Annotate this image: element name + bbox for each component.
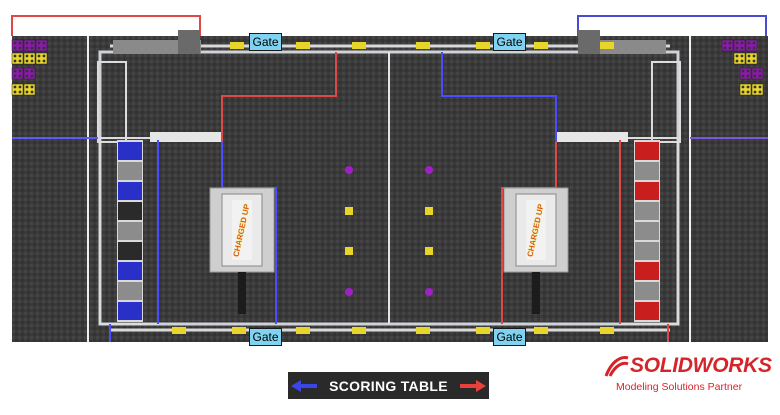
cone-stack: [23, 52, 36, 65]
wall-block: [230, 42, 244, 49]
right-arrow-icon: [459, 379, 486, 392]
wall-block: [296, 42, 310, 49]
grid-node: [118, 242, 142, 260]
gate-label: Gate: [493, 33, 526, 51]
wall-block: [476, 327, 490, 334]
red-loading-outline: [11, 15, 201, 36]
left-arrow-icon: [291, 379, 318, 392]
cube-staged: [425, 288, 433, 296]
grid-node: [635, 262, 659, 280]
cube-stack: [733, 39, 746, 52]
wall-bumper-blocks: [172, 42, 614, 334]
ds-logo-icon: [604, 356, 629, 377]
wall-block: [352, 42, 366, 49]
wall-block: [232, 327, 246, 334]
cube-stack: [23, 39, 36, 52]
blue-grid-node-column: [118, 142, 142, 320]
cube-staged: [425, 166, 433, 174]
cone-staged: [345, 247, 353, 255]
cube-stack: [11, 67, 24, 80]
red-grid-node-column: [635, 142, 659, 320]
cube-stack: [721, 39, 734, 52]
cone-stack: [733, 52, 746, 65]
cone-staged: [345, 207, 353, 215]
grid-node: [635, 282, 659, 300]
wall-block: [352, 327, 366, 334]
grid-node: [118, 222, 142, 240]
grid-node: [635, 222, 659, 240]
grid-node: [635, 142, 659, 160]
wall-block: [600, 327, 614, 334]
wall-block: [416, 42, 430, 49]
cube-stack: [11, 39, 24, 52]
grid-node: [635, 162, 659, 180]
cube-stack: [23, 67, 36, 80]
grid-node: [118, 182, 142, 200]
scoring-table-label: SCORING TABLE: [329, 377, 448, 394]
cone-stack: [23, 83, 36, 96]
wall-block: [600, 42, 614, 49]
blue-loading-outline: [577, 15, 767, 36]
grid-node: [635, 182, 659, 200]
gate-label: Gate: [493, 328, 526, 346]
cube-stack: [751, 67, 764, 80]
cone-stack: [35, 52, 48, 65]
cone-stack: [751, 83, 764, 96]
grid-node: [118, 142, 142, 160]
cone-stack: [739, 83, 752, 96]
cone-stack: [11, 52, 24, 65]
wall-block: [534, 327, 548, 334]
gate-label: Gate: [249, 33, 282, 51]
cube-stack: [745, 39, 758, 52]
red-charge-station: [503, 187, 569, 314]
wall-block: [296, 327, 310, 334]
cone-staged: [425, 207, 433, 215]
scoring-table-banner: SCORING TABLE: [288, 372, 489, 399]
cube-stack: [739, 67, 752, 80]
wall-block: [534, 42, 548, 49]
grid-node: [635, 202, 659, 220]
grid-node: [635, 242, 659, 260]
cone-stack: [11, 83, 24, 96]
wall-block: [476, 42, 490, 49]
gate-label: Gate: [249, 328, 282, 346]
grid-node: [118, 282, 142, 300]
cube-stack: [35, 39, 48, 52]
cube-staged: [345, 166, 353, 174]
cube-staged: [345, 288, 353, 296]
cone-stack: [745, 52, 758, 65]
grid-node: [118, 162, 142, 180]
outside-game-pieces: [11, 39, 764, 96]
wall-block: [416, 327, 430, 334]
grid-node: [118, 202, 142, 220]
wall-block: [172, 327, 186, 334]
grid-node: [118, 262, 142, 280]
grid-node: [635, 302, 659, 320]
blue-charge-station: [209, 187, 275, 314]
solidworks-logo: SOLIDWORKS Modeling Solutions Partner: [600, 354, 772, 396]
logo-tagline: Modeling Solutions Partner: [616, 381, 743, 393]
cone-staged: [425, 247, 433, 255]
grid-node: [118, 302, 142, 320]
logo-brand: SOLIDWORKS: [630, 354, 772, 377]
